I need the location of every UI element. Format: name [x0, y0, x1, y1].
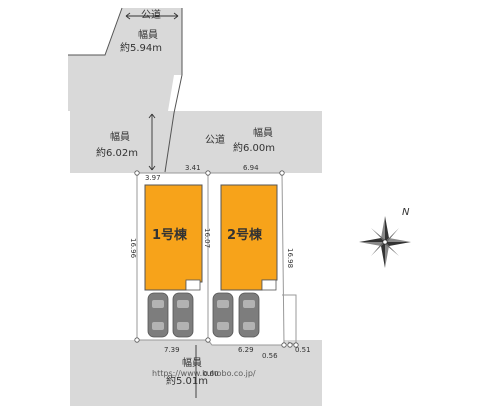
- car: [238, 292, 260, 338]
- building-2-label: 2号棟: [227, 227, 263, 243]
- watermark: https://www.kuhobo.co.jp/: [152, 369, 256, 378]
- top-road-width-value: 約5.94m: [120, 41, 162, 54]
- entrance-step-1: [185, 279, 201, 291]
- compass-north-label: N: [402, 207, 410, 218]
- middle-road-width-label: 幅員: [253, 126, 273, 139]
- car: [212, 292, 234, 338]
- dim-lot-1-front: 3.41: [185, 164, 201, 172]
- entrance-step-2: [261, 279, 277, 291]
- top-road: [68, 8, 182, 111]
- middle-road-left-width-label: 幅員: [110, 130, 130, 143]
- middle-road-width-value: 約6.00m: [233, 141, 275, 154]
- top-road-left-boundary: [68, 7, 123, 56]
- top-road-name: 公道: [141, 8, 161, 21]
- dim-bottom-left: 7.39: [164, 346, 180, 354]
- bottom-road-width-value: 約5.01m: [166, 374, 208, 387]
- top-road-right-boundary: [164, 8, 183, 173]
- dim-lot-1-side: 16.07: [203, 228, 211, 248]
- top-road-width-label: 幅員: [138, 28, 158, 41]
- dim-left-side: 16.96: [129, 238, 137, 259]
- car: [172, 292, 194, 338]
- car-windows: [152, 300, 255, 330]
- right-lot-access: [282, 294, 297, 345]
- dim-bottom-mid: 6.29: [238, 346, 254, 354]
- middle-road-left-width-value: 約6.02m: [96, 146, 138, 159]
- dim-bottom-center: 0.60: [203, 370, 219, 378]
- width-arrows: [125, 12, 197, 398]
- dim-bottom-right-a: 0.56: [262, 352, 278, 360]
- middle-road: [70, 111, 322, 173]
- bottom-road-width-label: 幅員: [182, 356, 202, 369]
- middle-road-name: 公道: [205, 133, 225, 146]
- corner-markers: [134, 170, 299, 348]
- dim-lot-2-side: 16.98: [286, 248, 294, 268]
- dim-top-left: 3.97: [145, 174, 161, 182]
- car: [147, 292, 169, 338]
- building-1-label: 1号棟: [152, 227, 188, 243]
- compass-icon: [359, 216, 411, 268]
- dim-bottom-right-b: 0.51: [295, 346, 311, 354]
- dim-lot-2-front: 6.94: [243, 164, 259, 172]
